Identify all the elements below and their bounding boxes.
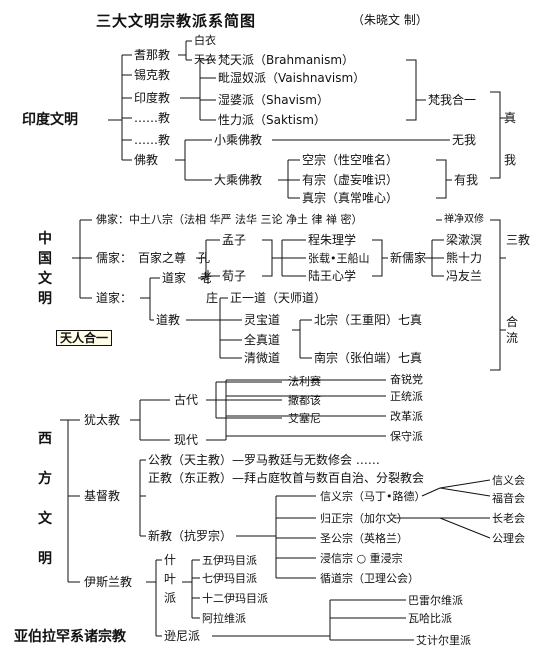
mahayana-school-yogacara: 有宗（虚妄唯识）: [302, 173, 399, 187]
west-label-4: 明: [38, 551, 52, 567]
orthodox-judaism: 正统派: [390, 390, 423, 403]
protestantism: 新教（抗罗宗）: [148, 529, 233, 543]
west-label-2: 方: [38, 471, 52, 487]
hundred-schools: 百家之尊: [138, 251, 187, 265]
confucian-label: 儒家：: [96, 251, 133, 265]
reform-judaism: 改革派: [390, 410, 423, 423]
china-label-3: 文: [38, 271, 52, 287]
barelvi: 巴雷尔维派: [408, 594, 463, 607]
hindu-brahmanism: 梵天派（Brahmanism）: [218, 53, 355, 67]
india-sect-hinduism: 印度教: [134, 91, 171, 105]
lutheran-synod: 信义会: [492, 474, 525, 487]
shia-1: 什: [164, 553, 177, 567]
west-label-1: 西: [38, 431, 52, 447]
zhuangzi: 庄: [206, 291, 219, 305]
evangelical-church: 福音会: [492, 492, 525, 505]
qingwei-dao: 清微道: [244, 351, 281, 365]
presbyterian: 长老会: [492, 512, 525, 525]
daojiao: 道教: [156, 313, 181, 327]
jain-sky-clad: 天衣: [194, 53, 216, 66]
india-civilization-label: 印度文明: [22, 112, 78, 128]
wahhabi: 瓦哈比派: [408, 612, 452, 625]
new-confucian: 新儒家: [390, 251, 427, 265]
baptist-anabaptist: 浸信宗 ○ 重浸宗: [320, 552, 403, 565]
buddhism-eight-schools: 佛家：中土八宗（法相 华严 法华 三论 净土 律 禅 密）: [96, 213, 363, 226]
mencius: 孟子: [222, 233, 247, 247]
pharisees: 法利赛: [288, 375, 321, 388]
laozi: 老: [200, 271, 213, 285]
zaidi: 五伊玛目派: [202, 554, 257, 567]
daojia: 道家: [162, 271, 187, 285]
quanzhen-dao: 全真道: [244, 333, 281, 347]
shia-2: 叶: [164, 572, 177, 586]
ash-ari: 艾计尔里派: [416, 634, 471, 647]
three-teachings: 三教: [506, 233, 531, 247]
hindu-shaivism: 湿婆派（Shavism）: [218, 93, 329, 107]
india-sect-other2: ……教: [134, 133, 171, 147]
sunni: 逊尼派: [164, 629, 201, 643]
china-label-4: 明: [38, 291, 52, 307]
islam: 伊斯兰教: [84, 575, 133, 589]
confucius: 孔: [198, 251, 211, 265]
china-label-2: 国: [38, 251, 52, 267]
judaism-modern: 现代: [174, 433, 199, 447]
india-sect-jainism: 耆那教: [134, 48, 171, 62]
lingbao-dao: 灵宝道: [244, 313, 281, 327]
ismaili: 七伊玛目派: [202, 572, 257, 585]
eastern-orthodox: 正教（东正教）—拜占庭牧首与数百自治、分裂教会: [148, 471, 425, 485]
west-label-3: 文: [38, 511, 52, 527]
liang-shuming: 梁漱溟: [446, 233, 483, 247]
no-self: 无我: [452, 133, 477, 147]
twelver: 十二伊玛目派: [202, 592, 268, 605]
hindu-shaktism: 性力派（Saktism）: [218, 113, 326, 127]
xunzi: 荀子: [222, 269, 247, 283]
mahayana-school-emptiness: 空宗（性空唯名）: [302, 153, 399, 167]
confluence: 合流: [506, 315, 519, 345]
xiong-shili: 熊十力: [446, 251, 483, 265]
methodist: 循道宗（卫理公会）: [320, 572, 419, 585]
india-sect-buddhism: 佛教: [134, 153, 159, 167]
has-self: 有我: [454, 173, 479, 187]
diagram-title: 三大文明宗教派系简图: [96, 12, 257, 30]
cheng-zhu: 程朱理学: [308, 233, 357, 247]
zhang-wang: 张载•王船山: [308, 252, 370, 265]
judaism: 犹太教: [84, 413, 121, 427]
heaven-human-unity-box: 天人合一: [56, 330, 113, 346]
wo-char: 我: [504, 153, 517, 167]
hindu-vaishnavism: 毗湿奴派（Vaishnavism）: [218, 71, 366, 85]
daoist-label: 道家：: [96, 291, 133, 305]
essenes: 艾塞尼: [288, 412, 321, 425]
abrahamic-religions-label: 亚伯拉罕系诸宗教: [14, 629, 126, 645]
lutheran: 信义宗（马丁•路德）: [320, 490, 426, 503]
catholic-church: 公教（天主教）—罗马教廷与无数修会 ……: [148, 453, 380, 467]
chan-pure-land: 禅净双修: [444, 214, 484, 225]
mahayana-buddhism: 大乘佛教: [214, 173, 263, 187]
china-label-1: 中: [38, 231, 52, 247]
zealots: 奋锐党: [390, 373, 423, 386]
brahman-atman-unity: 梵我合一: [428, 93, 477, 107]
christianity: 基督教: [84, 489, 121, 503]
congregational: 公理会: [492, 532, 525, 545]
feng-youlan: 冯友兰: [446, 269, 483, 283]
lu-wang: 陆王心学: [308, 269, 357, 283]
alawite: 阿拉维派: [202, 612, 246, 625]
zhengyi-dao: 正一道（天师道）: [230, 291, 327, 305]
judaism-ancient: 古代: [174, 393, 199, 407]
author-credit: （朱晓文 制）: [352, 13, 428, 27]
reformed: 归正宗（加尔文）: [320, 512, 408, 525]
jain-white-clad: 白衣: [194, 34, 216, 47]
conservative-judaism: 保守派: [390, 430, 423, 443]
hinayana-buddhism: 小乘佛教: [214, 133, 263, 147]
southern-school: 南宗（张伯端）七真: [314, 351, 423, 365]
shia-3: 派: [164, 591, 177, 605]
northern-school: 北宗（王重阳）七真: [314, 313, 423, 327]
zhen-char: 真: [504, 111, 517, 125]
india-sect-other1: ……教: [134, 111, 171, 125]
india-sect-sikhism: 锡克教: [134, 68, 171, 82]
anglican: 圣公宗（英格兰）: [320, 532, 408, 545]
sadducees: 撒都该: [288, 394, 321, 407]
mahayana-school-true-mind: 真宗（真常唯心）: [302, 191, 399, 205]
